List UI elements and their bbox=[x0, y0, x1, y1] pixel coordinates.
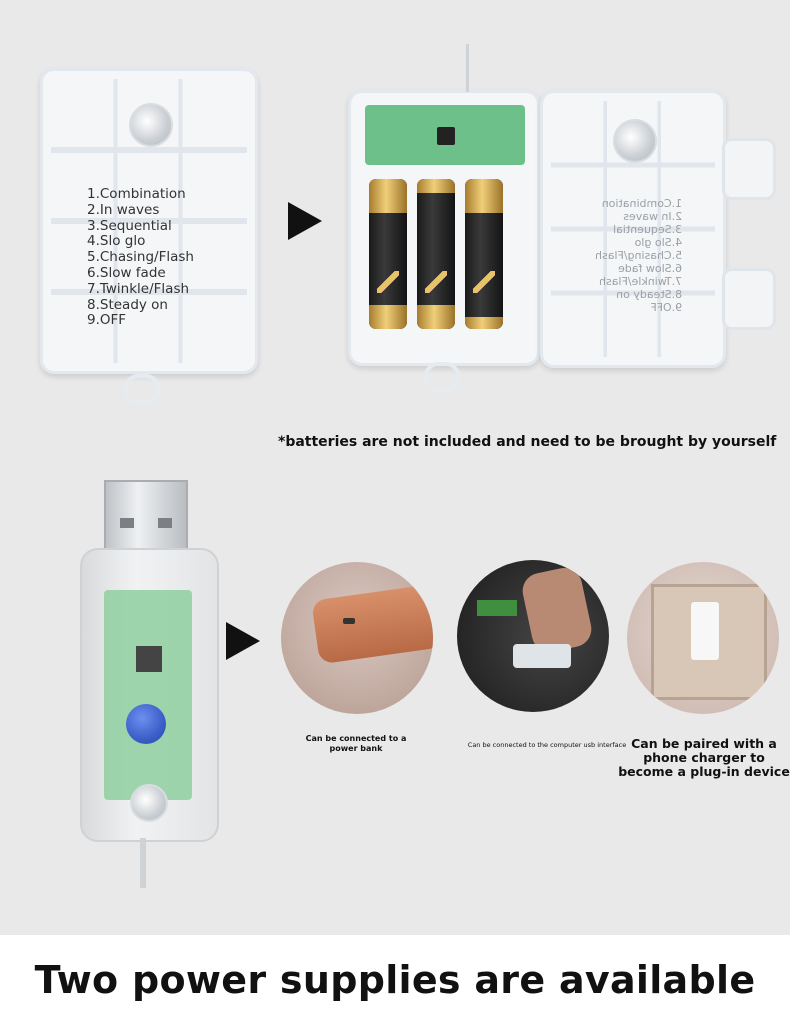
arrow-right-icon bbox=[226, 622, 260, 660]
mode-item: 8.Steady on bbox=[616, 288, 683, 301]
mode-item: 6.Slow fade bbox=[618, 262, 683, 275]
led-bulb bbox=[129, 103, 173, 147]
usb-cable bbox=[140, 838, 146, 888]
mode-list: 1.Combination 2.In waves 3.Sequential 4.… bbox=[87, 186, 194, 329]
switch-button bbox=[437, 127, 455, 145]
hang-loop bbox=[424, 362, 460, 392]
battery-box-open bbox=[348, 90, 540, 366]
computer-usb-photo bbox=[457, 560, 609, 712]
mode-item: 5.Chasing/Flash bbox=[87, 249, 194, 266]
mode-item: 2.In waves bbox=[87, 201, 160, 218]
mode-item: 5.Chasing/Flash bbox=[595, 249, 683, 262]
mode-item: 4.Slo glo bbox=[634, 236, 683, 249]
circuit-board bbox=[365, 105, 525, 165]
mode-list-mirrored: 1.Combination 2.In waves 3.Sequential 4.… bbox=[595, 197, 682, 314]
caption-wall-charger: Can be paired with a phone charger to be… bbox=[618, 736, 790, 779]
mode-item: 3.Sequential bbox=[87, 217, 172, 234]
usb-controller bbox=[80, 548, 219, 842]
lid-clip bbox=[722, 138, 776, 200]
mode-item: 2.In waves bbox=[623, 210, 683, 223]
mode-item: 8.Steady on bbox=[87, 296, 168, 313]
led-bulb bbox=[613, 119, 657, 163]
led-bulb bbox=[130, 784, 168, 822]
mode-item: 7.Twinkle/Flash bbox=[599, 275, 683, 288]
circuit-board bbox=[104, 590, 192, 800]
mode-button bbox=[126, 704, 166, 744]
battery-box-closed: 1.Combination 2.In waves 3.Sequential 4.… bbox=[40, 68, 258, 374]
mode-item: 1.Combination bbox=[87, 186, 186, 202]
caption-computer-usb: Can be connected to the computer usb int… bbox=[467, 741, 627, 749]
headline: Two power supplies are available bbox=[34, 958, 756, 1002]
mode-item: 9.OFF bbox=[87, 312, 127, 329]
battery-cell bbox=[369, 179, 407, 329]
chip bbox=[136, 646, 162, 672]
lid-clip bbox=[722, 268, 776, 330]
hang-loop bbox=[124, 374, 160, 404]
footer-band bbox=[0, 935, 790, 1026]
wall-charger-photo bbox=[627, 562, 779, 714]
battery-box-lid: 1.Combination 2.In waves 3.Sequential 4.… bbox=[540, 90, 726, 368]
arrow-right-icon bbox=[288, 202, 322, 240]
power-bank-photo bbox=[281, 562, 433, 714]
mode-item: 6.Slow fade bbox=[87, 264, 166, 281]
mode-item: 1.Combination bbox=[601, 197, 683, 210]
mode-item: 4.Slo glo bbox=[87, 233, 146, 250]
battery-note: *batteries are not included and need to … bbox=[278, 434, 777, 450]
mode-item: 9.OFF bbox=[650, 301, 683, 314]
battery-cell bbox=[465, 179, 503, 329]
caption-power-bank: Can be connected to a power bank bbox=[305, 734, 407, 753]
power-wire bbox=[466, 44, 469, 92]
mode-item: 7.Twinkle/Flash bbox=[87, 280, 190, 297]
mode-item: 3.Sequential bbox=[613, 223, 683, 236]
battery-cell bbox=[417, 179, 455, 329]
